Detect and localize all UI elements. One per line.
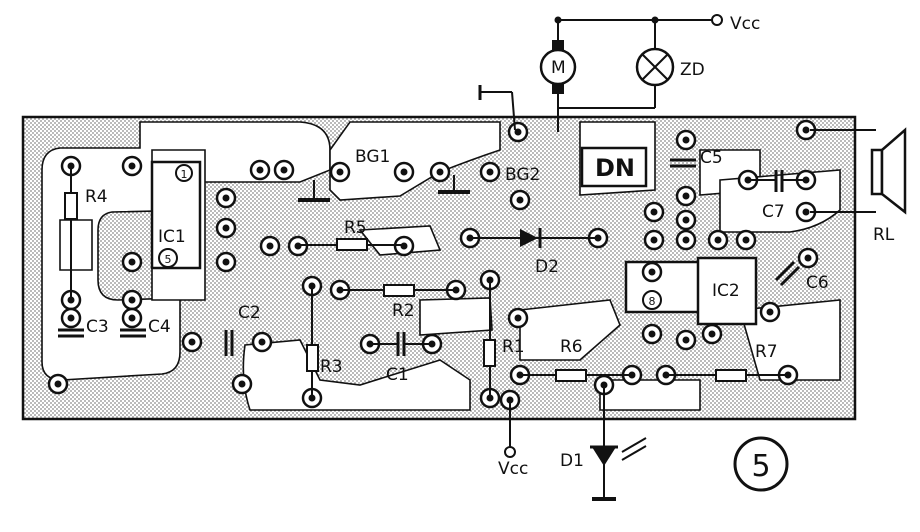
pad-hole [766, 308, 774, 316]
pad-hole [400, 168, 408, 176]
pad-hole [682, 192, 690, 200]
pad-hole [67, 162, 75, 170]
labels: DN Vcc M ZD RL Vcc D1 R4 R5 R2 R3 R1 R6 … [85, 14, 895, 479]
pad-hole [514, 128, 522, 136]
ic1-pin5-marker: 5 [165, 253, 172, 266]
pad-hole [648, 330, 656, 338]
pad-hole [54, 380, 62, 388]
r7-label: R7 [755, 342, 778, 362]
pad-hole [514, 314, 522, 322]
pad-hole [188, 338, 196, 346]
c1-label: C1 [386, 365, 409, 385]
vcc-bottom-label: Vcc [498, 459, 528, 479]
led-d1-icon [592, 447, 616, 466]
pad-hole [256, 166, 264, 174]
speaker-label: RL [873, 225, 895, 245]
pad-hole [67, 314, 75, 322]
resistor-r4 [64, 192, 78, 220]
c2-label: C2 [238, 303, 261, 323]
c5-label: C5 [700, 148, 723, 168]
dn-box [580, 146, 648, 188]
ic2-label: IC2 [712, 281, 740, 301]
speaker-icon [810, 127, 907, 215]
vcc-top-terminal [711, 14, 723, 26]
pad-hole [744, 176, 752, 184]
pad-hole [802, 208, 810, 216]
pad-hole [258, 338, 266, 346]
pad-hole [222, 194, 230, 202]
solder-pads [47, 119, 819, 411]
pad-hole [802, 126, 810, 134]
resistors [64, 168, 788, 398]
bg1-label: BG1 [355, 147, 390, 167]
transistors [298, 175, 470, 202]
pad-hole [682, 136, 690, 144]
figure-number: 5 [751, 449, 770, 484]
figure-number-circle [733, 436, 789, 492]
pad-hole [436, 168, 444, 176]
r2-label: R2 [392, 301, 415, 321]
bg2-label: BG2 [505, 165, 540, 185]
pad-hole [648, 268, 656, 276]
vcc-bottom-terminal [504, 446, 516, 458]
motor-icon [539, 48, 577, 86]
ic2-pin8-marker: 8 [649, 295, 656, 308]
ic1-body [150, 160, 202, 270]
c7-label: C7 [762, 202, 785, 222]
resistor-r2 [383, 284, 415, 297]
ic1-label: IC1 [158, 227, 186, 247]
pad-hole [128, 258, 136, 266]
pad-hole [222, 224, 230, 232]
r1-label: R1 [502, 337, 525, 357]
external-top-wiring [478, 14, 723, 132]
pad-hole [516, 196, 524, 204]
d2-label: D2 [535, 257, 559, 277]
pad-hole [294, 242, 302, 250]
resistor-r5 [336, 238, 368, 251]
pad-hole [682, 236, 690, 244]
ic1-pin1-marker: 1 [181, 168, 188, 181]
pad-hole [650, 236, 658, 244]
pad-hole [708, 330, 716, 338]
ic2-socket [624, 260, 702, 314]
c4-label: C4 [148, 317, 171, 337]
pad-hole [128, 296, 136, 304]
pad-hole [682, 216, 690, 224]
dn-label: DN [595, 154, 635, 182]
pad-hole [238, 380, 246, 388]
pad-hole [714, 236, 722, 244]
c3-label: C3 [86, 317, 109, 337]
vcc-top-label: Vcc [730, 14, 760, 34]
pad-hole [336, 168, 344, 176]
resistor-r1 [483, 339, 496, 367]
ic2-body [696, 256, 758, 326]
r6-label: R6 [560, 337, 583, 357]
resistor-r7 [715, 369, 747, 382]
capacitors [58, 158, 808, 356]
resistor-r3 [306, 344, 319, 372]
c6-label: C6 [806, 273, 829, 293]
pad-hole [682, 336, 690, 344]
pad-hole [804, 254, 812, 262]
pad-hole [742, 236, 750, 244]
external-bottom-wiring [504, 385, 647, 501]
pad-hole [486, 168, 494, 176]
resistor-r6 [555, 369, 587, 382]
motor-label: M [551, 58, 566, 78]
lamp-label: ZD [680, 60, 705, 80]
pad-hole [650, 208, 658, 216]
r5-label: R5 [344, 218, 367, 238]
diode-d2 [470, 228, 598, 248]
pad-hole [222, 258, 230, 266]
r3-label: R3 [320, 357, 343, 377]
led-d1-label: D1 [560, 451, 584, 471]
pad-hole [280, 166, 288, 174]
pad-hole [266, 242, 274, 250]
pad-hole [128, 314, 136, 322]
pad-hole [128, 162, 136, 170]
r4-label: R4 [85, 187, 108, 207]
